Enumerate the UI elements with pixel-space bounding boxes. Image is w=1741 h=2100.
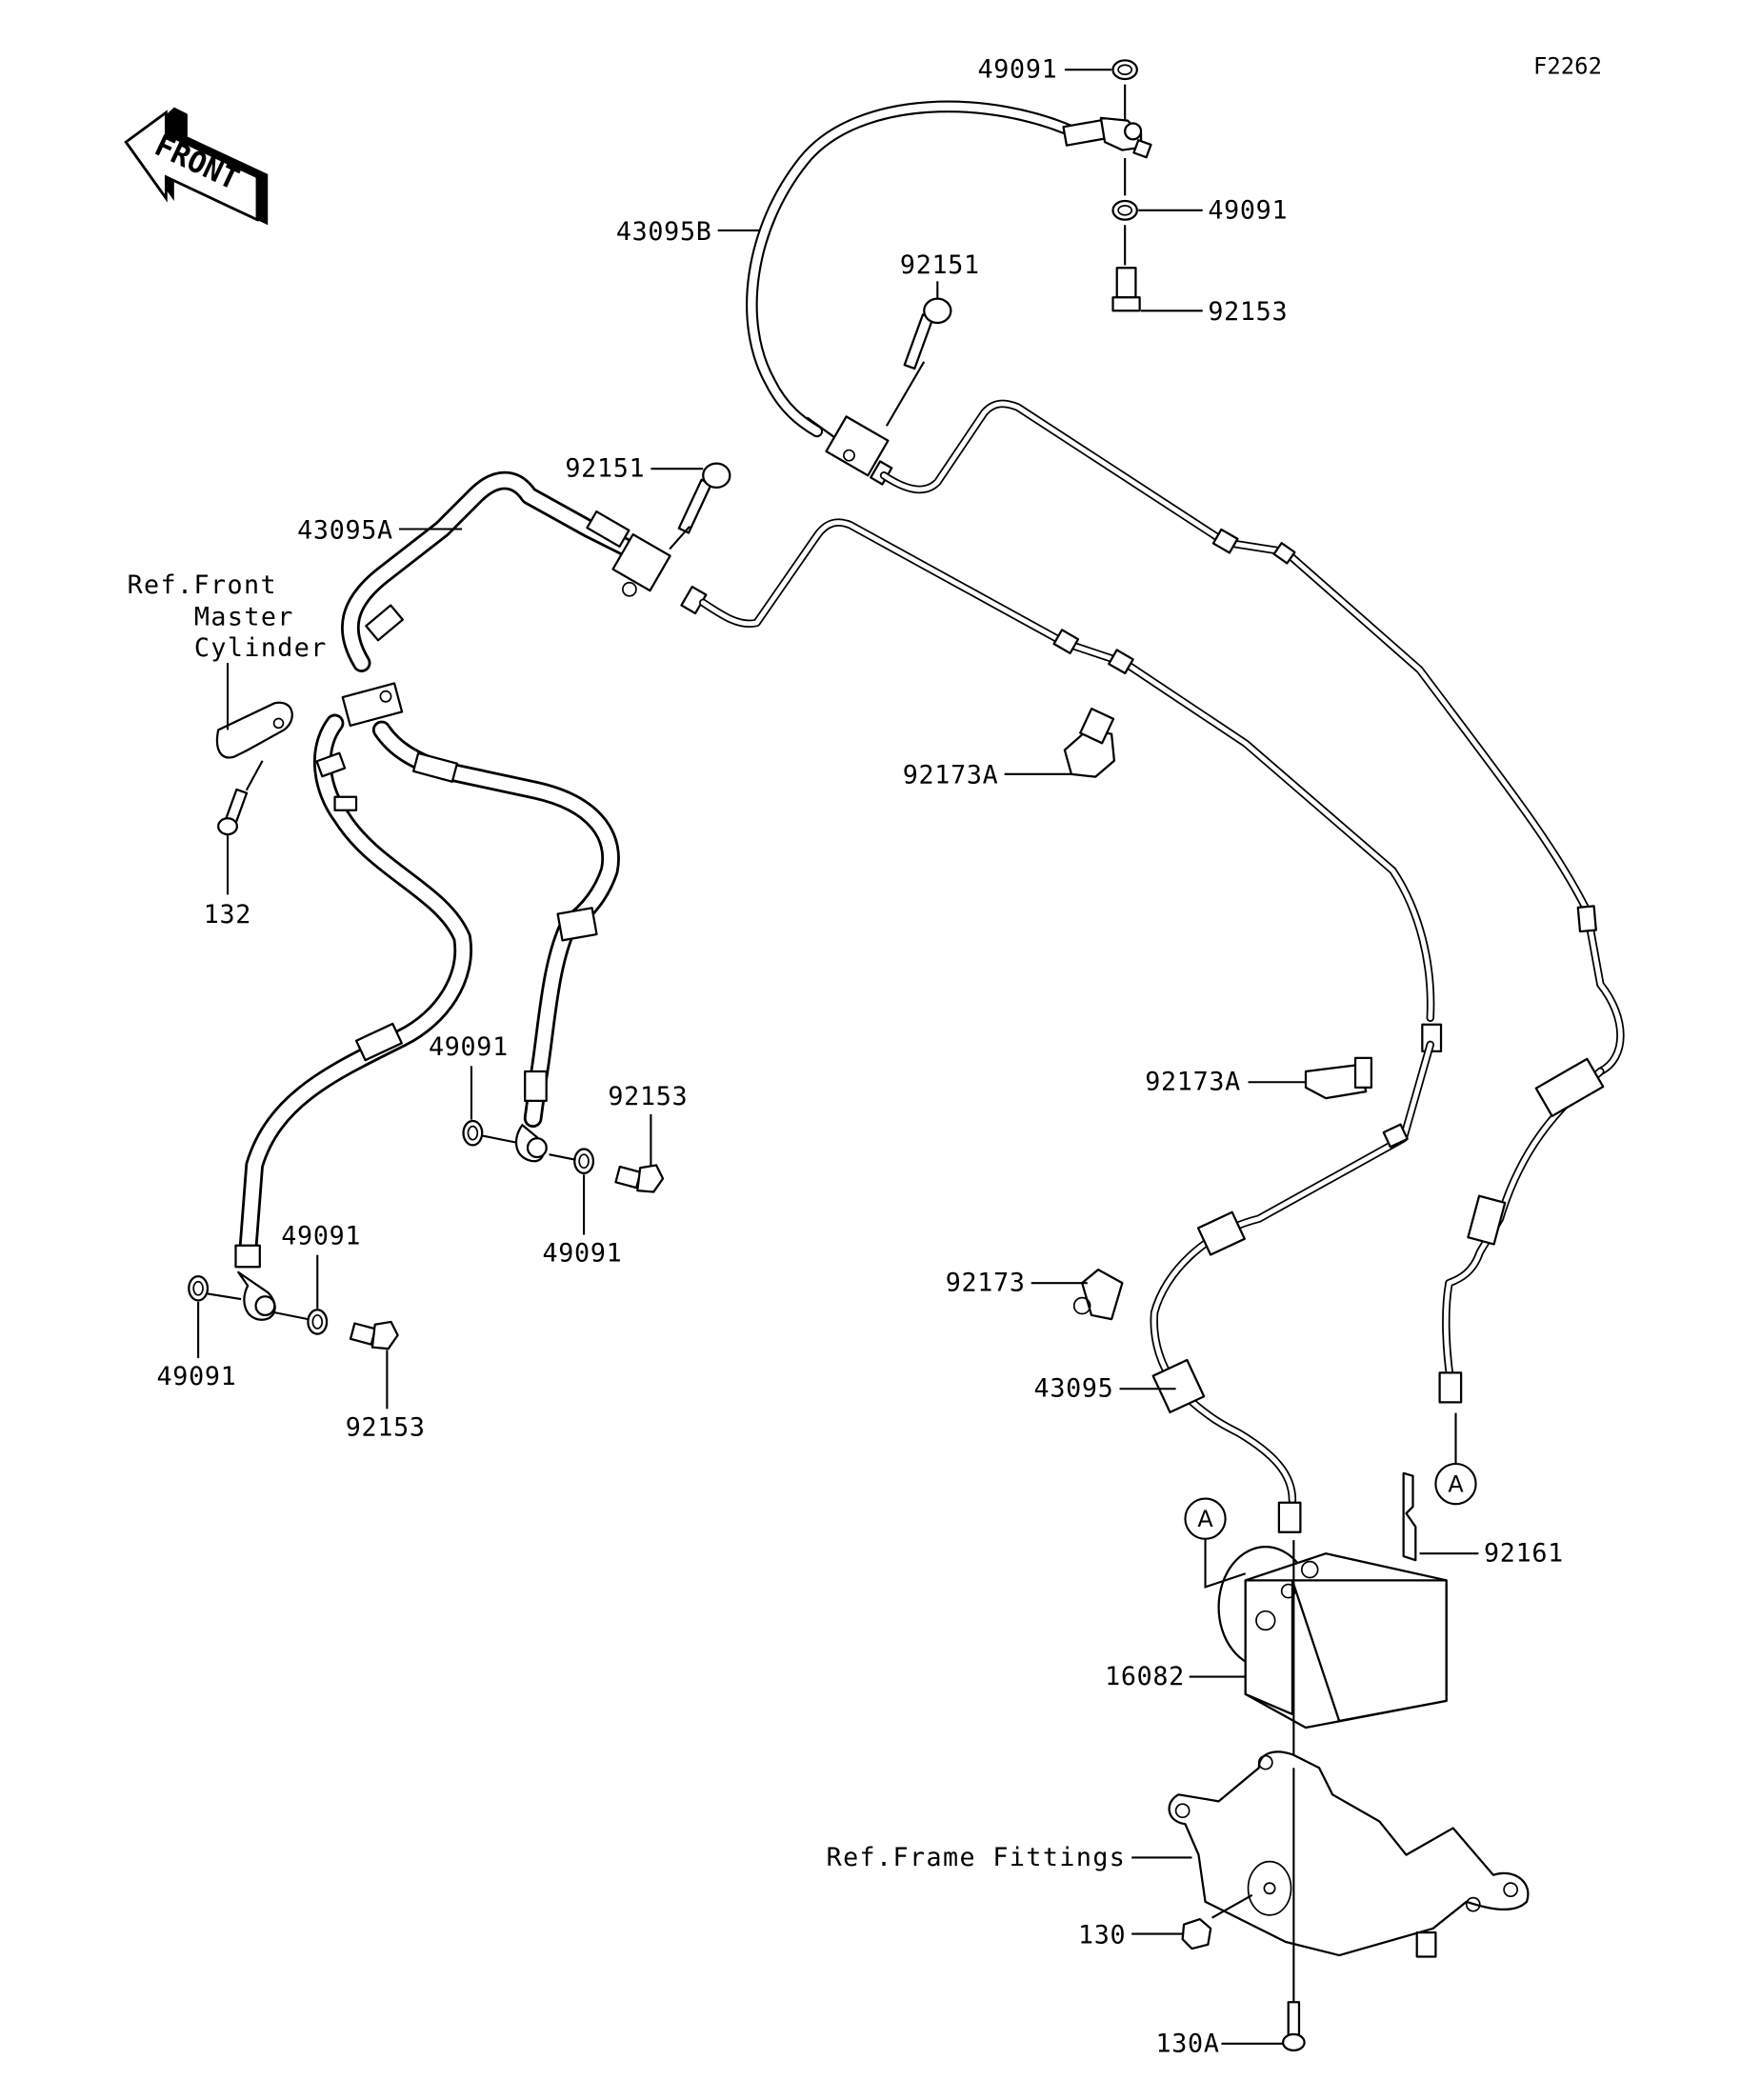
washer-49091-mid2[interactable] [573,1148,595,1174]
master-cylinder-clamp [215,701,293,759]
svg-text:49091: 49091 [429,1032,509,1062]
label-92151-top: 92151 [900,250,980,299]
banjo-bolt-92153-top[interactable] [1111,267,1141,312]
banjo-bolt-92153-low[interactable] [349,1320,399,1350]
washer-49091-low2[interactable] [307,1309,329,1335]
label-130A: 130A [1156,2029,1284,2058]
svg-text:92153: 92153 [1208,297,1288,327]
label-43095B: 43095B [616,217,760,247]
svg-text:49091: 49091 [157,1362,237,1391]
clamp-92173[interactable] [1072,1268,1124,1321]
svg-text:Ref.Frame Fittings: Ref.Frame Fittings [827,1843,1127,1872]
label-49091-mid: 49091 [429,1032,509,1120]
svg-text:92161: 92161 [1484,1539,1564,1569]
svg-text:49091: 49091 [1208,195,1288,225]
diagram-code: F2262 [1533,52,1602,79]
svg-text:A: A [1197,1506,1213,1532]
bolt-132[interactable] [217,788,249,836]
svg-text:130: 130 [1078,1920,1126,1950]
svg-text:92173A: 92173A [903,761,999,790]
washer-49091-top[interactable] [1111,59,1138,81]
brake-pipe-43095[interactable] [1150,1040,1434,1533]
label-49091-top: 49091 [977,55,1112,85]
label-92161: 92161 [1419,1539,1564,1569]
svg-text:92173: 92173 [946,1269,1026,1298]
washer-49091-mid[interactable] [462,1119,484,1147]
bolt-92151-top[interactable] [903,297,952,370]
label-49091-mid2: 49091 [542,1174,622,1269]
svg-text:Ref.Front: Ref.Front [128,570,277,600]
label-92153-low: 92153 [346,1350,426,1442]
svg-text:49091: 49091 [977,55,1057,85]
bolt-130A[interactable] [1281,2001,1306,2052]
label-132: 132 [204,834,251,930]
label-ref-master-cylinder: Ref.Front Master Cylinder [128,570,328,730]
label-49091-low2: 49091 [281,1221,361,1309]
washer-49091-low[interactable] [188,1275,210,1302]
label-43095: 43095 [1034,1374,1176,1404]
brake-hose-right-lower[interactable] [371,720,620,1163]
label-43095A: 43095A [297,515,463,545]
abs-hydraulic-unit[interactable] [1217,1546,1448,1730]
label-ref-frame-fittings: Ref.Frame Fittings [827,1843,1192,1872]
svg-text:Cylinder: Cylinder [194,633,328,663]
label-130: 130 [1078,1920,1185,1950]
frame-fitting-bracket [1168,1750,1530,1958]
label-92151-mid: 92151 [565,454,704,484]
label-92173A-upper: 92173A [903,761,1071,790]
bracket-92161[interactable] [1402,1471,1417,1562]
svg-text:92173A: 92173A [1145,1068,1241,1097]
svg-text:92151: 92151 [565,454,645,484]
brake-hose-43095A[interactable] [340,470,1443,1053]
bolt-130[interactable] [1181,1917,1212,1950]
svg-text:16082: 16082 [1105,1662,1185,1691]
svg-text:49091: 49091 [281,1221,361,1250]
svg-text:132: 132 [204,900,251,930]
svg-text:92153: 92153 [608,1082,688,1111]
washer-49091-top2[interactable] [1111,199,1138,221]
svg-text:49091: 49091 [542,1239,622,1269]
svg-text:130A: 130A [1156,2029,1220,2058]
label-16082: 16082 [1105,1662,1246,1691]
svg-text:43095: 43095 [1034,1374,1114,1404]
label-92153-mid: 92153 [608,1082,688,1166]
svg-text:Master: Master [194,603,294,632]
svg-text:43095B: 43095B [616,217,712,247]
connection-marker-a-left: A [1184,1497,1247,1589]
brake-pipe-upper[interactable] [879,399,1625,1076]
connection-marker-a-right: A [1434,1412,1477,1506]
clamp-92173A-upper[interactable] [1063,707,1116,778]
label-92153-top: 92153 [1141,297,1288,327]
front-direction-arrow-icon: FRONT [124,107,269,226]
brake-hose-43095B[interactable] [746,100,1152,486]
hose-junction-block [341,682,404,728]
svg-text:A: A [1448,1471,1464,1498]
banjo-bolt-92153-mid[interactable] [614,1164,665,1193]
brake-pipe-right[interactable] [1438,1057,1605,1404]
label-92173A-middle: 92173A [1145,1068,1306,1097]
bolt-92151-mid[interactable] [677,462,731,534]
svg-text:92151: 92151 [900,250,980,280]
label-49091-low: 49091 [157,1301,237,1391]
label-92173: 92173 [946,1269,1088,1298]
label-49091-top2: 49091 [1138,195,1288,225]
svg-text:92153: 92153 [346,1412,426,1442]
brake-hose-left-lower[interactable] [234,713,472,1321]
clamp-92173A-middle[interactable] [1304,1056,1373,1100]
svg-text:43095A: 43095A [297,515,393,545]
